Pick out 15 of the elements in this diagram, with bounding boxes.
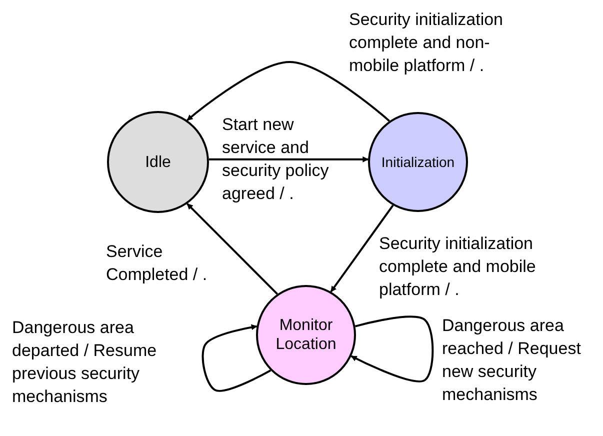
arrow	[186, 61, 390, 122]
edge-label: Start new service and security policy agreed / .	[222, 114, 330, 205]
edge-label: Dangerous area reached / Request new security mechanisms	[442, 315, 582, 406]
arrow	[330, 204, 394, 292]
edge-label: Dangerous area departed / Resume previous security mechanisms	[12, 317, 158, 408]
state-name: Initialization	[381, 152, 455, 172]
arrow	[202, 324, 272, 392]
arrow	[208, 156, 369, 162]
edge-label: Security initialization complete and non-mobile platform / .	[349, 9, 504, 77]
arrow	[186, 203, 278, 295]
edge-label: Security initialization complete and mobile platform / .	[379, 233, 537, 301]
state-name: Idle	[145, 152, 171, 172]
state-name: Monitor Location	[274, 316, 338, 354]
edge-label: Service Completed / .	[106, 241, 208, 286]
arrow	[350, 316, 434, 382]
